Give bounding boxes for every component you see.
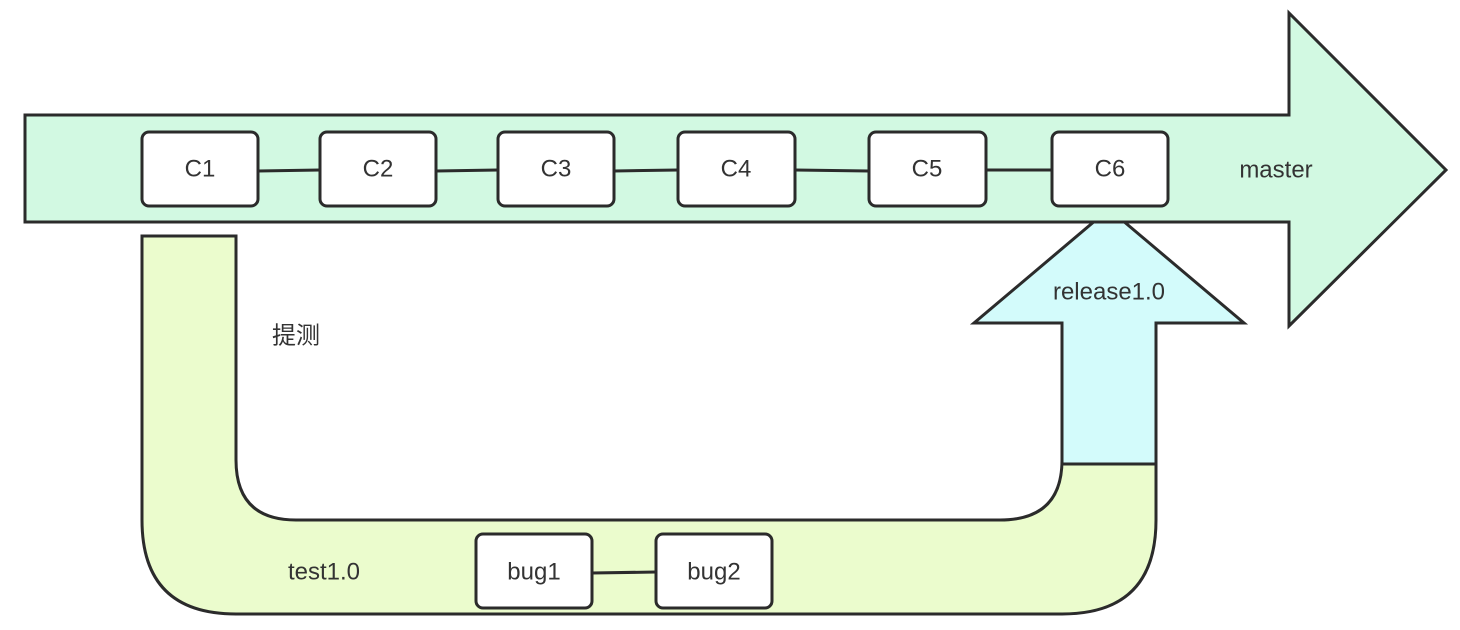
commit-node-c5: C5 <box>867 130 988 208</box>
release-branch-label: release1.0 <box>1053 278 1165 305</box>
bug-node-bug1: bug1 <box>474 532 594 610</box>
commit-label: C5 <box>912 155 943 182</box>
commit-edge <box>794 168 870 173</box>
commit-edge <box>613 168 679 173</box>
commit-node-c4: C4 <box>676 130 797 208</box>
test-branch-shape <box>140 234 1158 616</box>
submit-test-annotation: 提测 <box>272 322 320 349</box>
commit-edge <box>435 168 499 173</box>
bug-label: bug2 <box>687 558 740 585</box>
commit-label: C6 <box>1095 155 1126 182</box>
release-branch-arrow <box>969 207 1249 466</box>
master-branch-label: master <box>1239 156 1312 183</box>
commit-label: C2 <box>363 155 394 182</box>
commit-label: C3 <box>541 155 572 182</box>
commit-node-c3: C3 <box>496 130 616 208</box>
commit-edge <box>257 168 321 173</box>
commit-label: C1 <box>185 155 216 182</box>
bug-label: bug1 <box>507 558 560 585</box>
commit-node-c6: C6 <box>1050 130 1170 208</box>
bug-node-bug2: bug2 <box>654 532 774 610</box>
bug-edge <box>591 570 657 575</box>
commit-label: C4 <box>721 155 752 182</box>
test-branch-label: test1.0 <box>288 558 360 585</box>
commit-node-c2: C2 <box>318 130 438 208</box>
commit-node-c1: C1 <box>140 130 260 208</box>
